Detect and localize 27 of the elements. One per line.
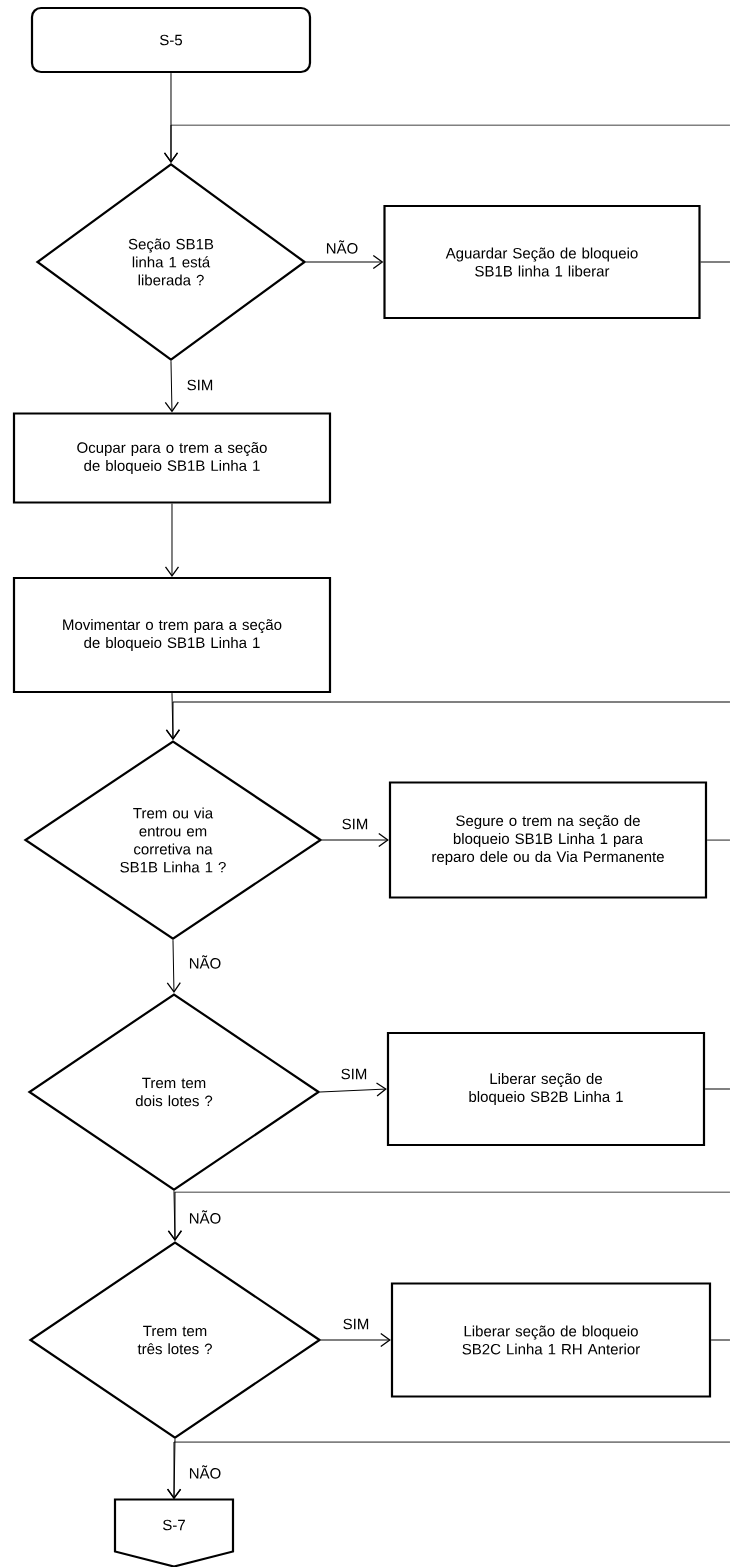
process-box: Ocupar para o trem a seção de bloqueio SB1B Linha 1 <box>12 412 332 504</box>
edge-label: SIM <box>341 1317 371 1331</box>
arrow <box>165 701 730 740</box>
arrow <box>305 254 384 270</box>
edge-label: NÃO <box>187 1464 223 1480</box>
process-box: Liberar seção de bloqueio SB2C Linha 1 RH Anterior <box>390 1282 712 1398</box>
terminal-box: S-5 <box>30 6 312 74</box>
edge-label: SIM <box>339 1067 369 1081</box>
process-box: Liberar seção de bloqueio SB2B Linha 1 <box>386 1031 706 1147</box>
process-box: Aguardar Seção de bloqueio SB1B linha 1 liberar <box>383 204 701 320</box>
process-box: Movimentar o trem para a seção de bloqueio SB1B Linha 1 <box>12 576 332 694</box>
edge-label: SIM <box>185 378 215 392</box>
arrow <box>321 832 389 848</box>
arrow <box>320 1332 391 1348</box>
edge-label: NÃO <box>187 1209 223 1225</box>
edge-label: NÃO <box>187 954 223 970</box>
arrow <box>167 1191 730 1241</box>
arrow <box>166 939 181 993</box>
edge-label: SIM <box>340 817 370 831</box>
off-page-connector: S-7 <box>113 1498 235 1567</box>
arrow <box>164 360 179 413</box>
process-box: Segure o trem na seção de bloqueio SB1B Linha 1 para reparo dele ou da Via Permanente <box>388 781 708 899</box>
arrow <box>319 1082 387 1097</box>
arrow <box>166 1441 730 1500</box>
arrow <box>164 503 180 577</box>
arrow <box>163 124 730 163</box>
edge-label: NÃO <box>324 239 360 255</box>
